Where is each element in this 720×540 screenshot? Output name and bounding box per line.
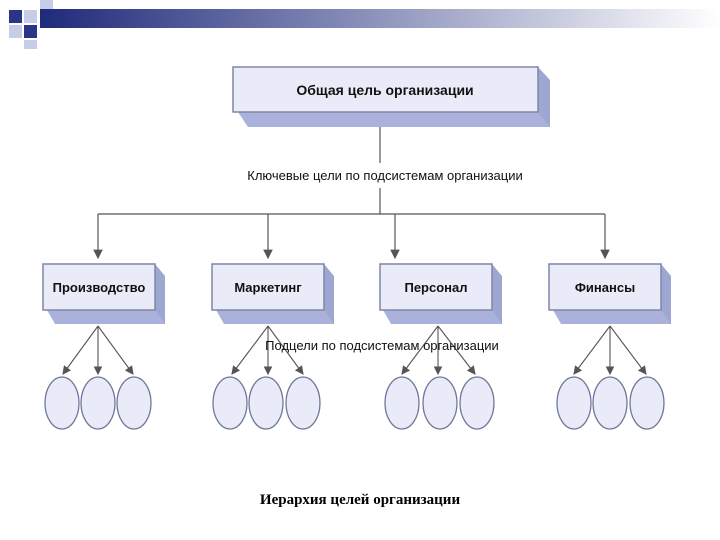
- subgoal-group: [384, 376, 495, 430]
- connector-lines: [93, 127, 610, 260]
- subgoal-ellipse: [592, 376, 628, 430]
- subsystem-box: Персонал: [379, 263, 502, 324]
- deco-square: [40, 0, 53, 9]
- subgoal-ellipse: [80, 376, 116, 430]
- subgoal-ellipse: [212, 376, 248, 430]
- deco-square: [24, 25, 37, 38]
- deco-square: [24, 10, 37, 23]
- deco-square: [24, 40, 37, 49]
- subgoal-group: [212, 376, 321, 430]
- subgoal-arrows: [62, 325, 647, 376]
- subsystem-label: Маркетинг: [234, 280, 302, 295]
- subgoal-group: [44, 376, 152, 430]
- subgoal-ellipse: [44, 376, 80, 430]
- subsystem-label: Персонал: [404, 280, 467, 295]
- header-gradient-bar: [40, 9, 720, 28]
- subgoal-ellipse: [248, 376, 284, 430]
- subgoal-ellipse: [459, 376, 495, 430]
- top-goal-label: Общая цель организации: [296, 82, 473, 98]
- key-goals-label: Ключевые цели по подсистемам организации: [247, 168, 523, 183]
- slide-header-decoration: [9, 0, 720, 49]
- subsystem-box: Финансы: [548, 263, 671, 324]
- subgoal-ellipse: [285, 376, 321, 430]
- diagram-caption: Иерархия целей организации: [259, 492, 461, 508]
- subgoals-label: Подцели по подсистемам организации: [265, 338, 499, 353]
- subsystem-label: Финансы: [575, 280, 635, 295]
- top-goal-box: Общая цель организации: [232, 66, 550, 127]
- subgoal-ellipse: [629, 376, 665, 430]
- subsystem-label: Производство: [53, 280, 146, 295]
- subgoal-ellipse: [116, 376, 152, 430]
- subgoal-ellipse: [556, 376, 592, 430]
- subsystem-box: Производство: [42, 263, 165, 324]
- subgoal-ellipse: [384, 376, 420, 430]
- deco-square: [9, 25, 22, 38]
- subsystem-box: Маркетинг: [211, 263, 334, 324]
- subgoal-ellipse: [422, 376, 458, 430]
- deco-square: [9, 10, 22, 23]
- subgoal-group: [556, 376, 665, 430]
